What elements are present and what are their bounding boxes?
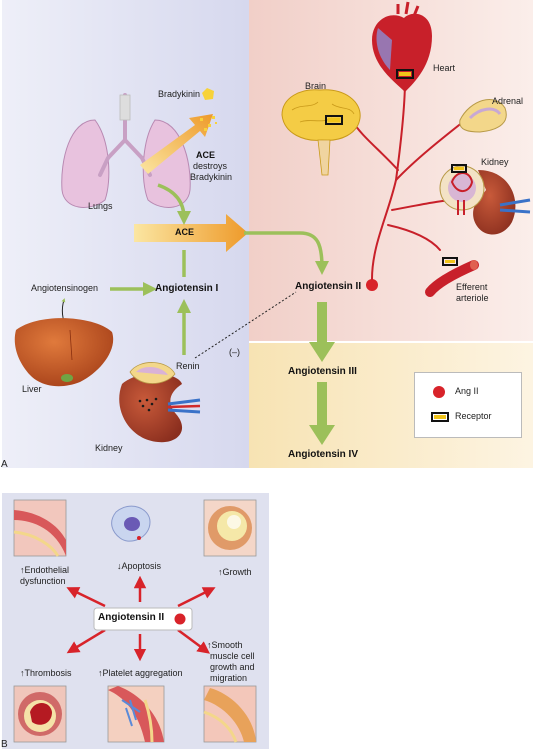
smooth-muscle-vignette (204, 686, 256, 742)
angiotensin-ii-label: Angiotensin II (295, 281, 361, 293)
angiotensin-iii-label: Angiotensin III (288, 366, 357, 378)
efferent-label-1: Efferent (456, 282, 487, 292)
thrombosis-vignette (14, 686, 66, 742)
growth-vignette (204, 500, 256, 556)
ang-ii-dot (366, 279, 378, 291)
legend-ang-ii-label: Ang II (455, 386, 479, 396)
platelet-vignette (108, 686, 164, 742)
growth-label: ↑Growth (218, 567, 252, 577)
angiotensin-i-label: Angiotensin I (155, 283, 218, 295)
smooth-muscle-label-3: growth and (210, 662, 255, 672)
ace-destroys-label-1: ACE (196, 150, 215, 160)
endothelial-vignette (14, 500, 66, 556)
smooth-muscle-label-1: ↑Smooth (207, 640, 243, 650)
panel-b-center-label: Angiotensin II (98, 612, 164, 624)
apoptosis-label: ↓Apoptosis (117, 561, 161, 571)
panel-b-letter: B (1, 739, 8, 750)
thrombosis-label: ↑Thrombosis (20, 668, 72, 678)
efferent-label-2: arteriole (456, 293, 489, 303)
brain-label: Brain (305, 81, 326, 91)
ace-label: ACE (175, 227, 194, 237)
bradykinin-label: Bradykinin (158, 89, 200, 99)
negative-feedback-label: (–) (229, 347, 240, 357)
liver-label: Liver (22, 384, 42, 394)
apoptosis-vignette (112, 506, 150, 541)
angiotensin-iv-label: Angiotensin IV (288, 449, 358, 461)
renin-label: Renin (176, 361, 200, 371)
kidney-target-label: Kidney (481, 157, 509, 167)
endothelial-label-2: dysfunction (20, 576, 66, 586)
ace-destroys-label-3: Bradykinin (190, 172, 232, 182)
angiotensinogen-label: Angiotensinogen (31, 283, 98, 293)
adrenal-label: Adrenal (492, 96, 523, 106)
legend-ang-ii-dot (433, 386, 445, 398)
ace-destroys-label-2: destroys (193, 161, 227, 171)
legend-receptor-label: Receptor (455, 411, 492, 421)
heart-label: Heart (433, 63, 455, 73)
kidney-label: Kidney (95, 443, 123, 453)
endothelial-label-1: ↑Endothelial (20, 565, 69, 575)
panel-a-letter: A (1, 459, 8, 470)
smooth-muscle-label-2: muscle cell (210, 651, 255, 661)
panel-b-ang-dot (175, 614, 186, 625)
legend: Ang II Receptor (414, 372, 522, 438)
lungs-label: Lungs (88, 201, 113, 211)
platelet-label: ↑Platelet aggregation (98, 668, 183, 678)
smooth-muscle-label-4: migration (210, 673, 247, 683)
